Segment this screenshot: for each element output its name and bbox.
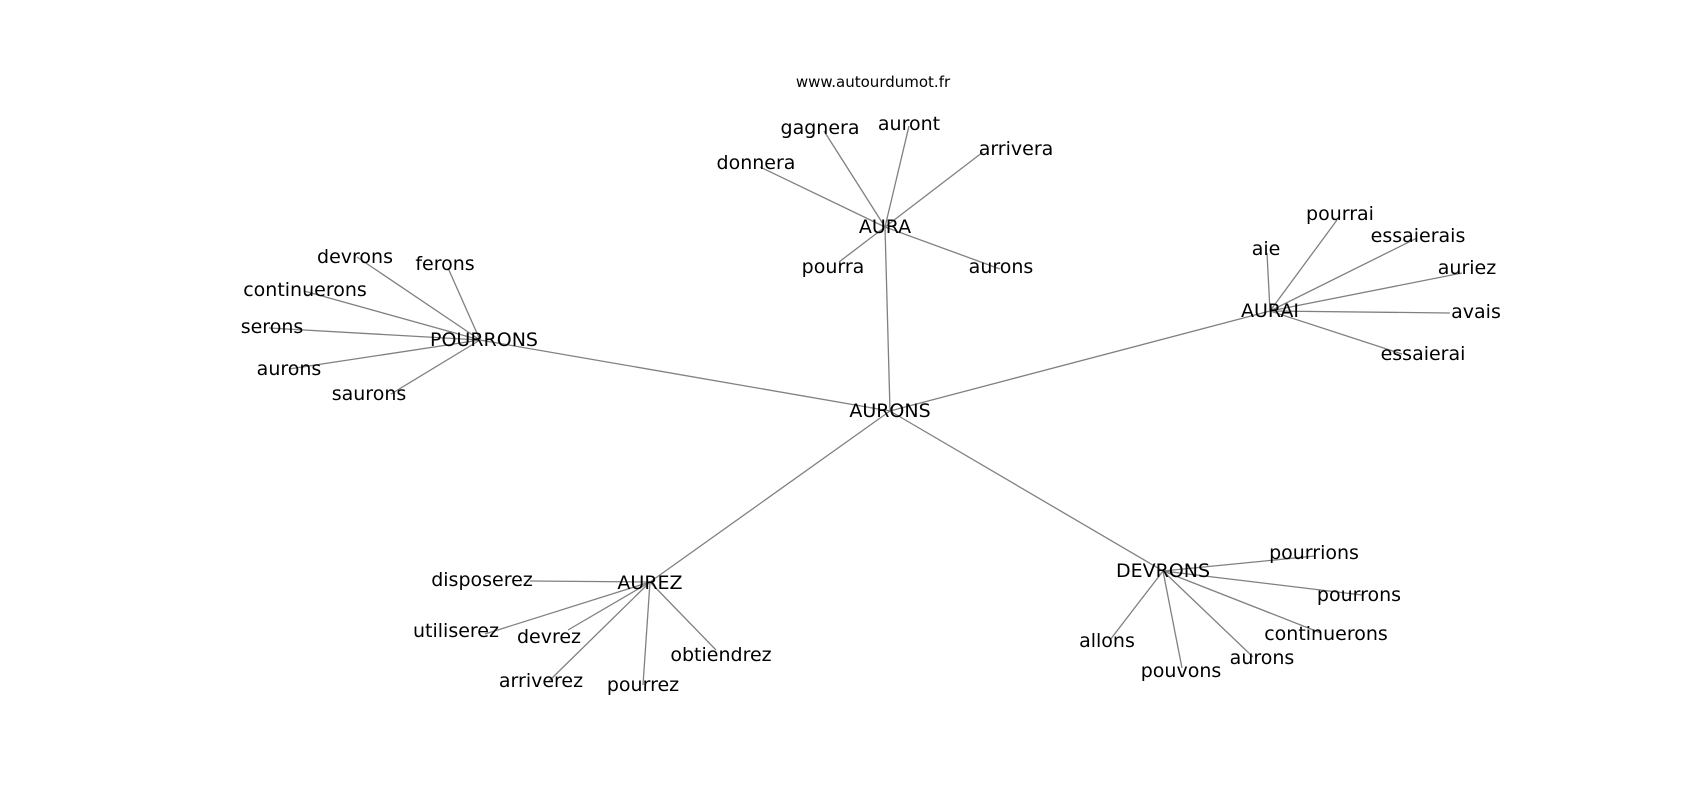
hub-to-leaf-edge: [1269, 237, 1418, 312]
hub-to-leaf-edge: [567, 581, 651, 631]
center-to-hub-edge: [884, 226, 891, 412]
hub-to-leaf-edge: [303, 290, 481, 341]
leaf-node-label: pourrez: [607, 674, 679, 696]
hub-node-label: AURA: [859, 216, 911, 238]
hub-to-leaf-edge: [484, 581, 651, 635]
leaf-node-label: devrez: [517, 626, 581, 648]
hub-to-leaf-edge: [884, 226, 1001, 270]
hub-to-leaf-edge: [1162, 570, 1363, 596]
leaf-node-label: devrons: [317, 246, 393, 268]
leaf-node-label: avais: [1451, 301, 1501, 323]
leaf-node-label: pourrons: [1317, 584, 1401, 606]
graph-edges: [268, 125, 1463, 686]
hub-to-leaf-edge: [1269, 219, 1338, 312]
hub-to-leaf-edge: [529, 580, 651, 583]
hub-to-leaf-edge: [288, 339, 481, 370]
leaf-node-label: aurons: [969, 256, 1034, 278]
leaf-node-label: continuerons: [243, 279, 367, 301]
hub-to-leaf-edge: [548, 581, 651, 682]
leaf-node-label: aurons: [1230, 647, 1295, 669]
hub-node-label: DEVRONS: [1116, 560, 1210, 582]
leaf-node-label: essaierais: [1371, 225, 1466, 247]
hub-node-label: POURRONS: [430, 329, 538, 351]
hub-to-leaf-edge: [759, 166, 886, 228]
leaf-node-label: donnera: [717, 152, 796, 174]
hub-to-leaf-edge: [1109, 570, 1164, 641]
leaf-node-label: gagnera: [781, 117, 860, 139]
leaf-node-label: utiliserez: [413, 620, 499, 642]
leaf-node-label: aie: [1252, 238, 1281, 260]
center-to-hub-edge: [889, 410, 1164, 572]
leaf-node-label: saurons: [332, 383, 407, 405]
center-to-hub-edge: [649, 410, 891, 583]
center-to-hub-edge: [889, 310, 1271, 412]
hub-to-leaf-edge: [884, 151, 984, 228]
leaf-node-label: disposerez: [431, 569, 533, 591]
leaf-node-label: serons: [241, 316, 304, 338]
hub-to-leaf-edge: [1269, 272, 1463, 312]
leaf-node-label: continuerons: [1264, 623, 1388, 645]
hub-to-leaf-edge: [642, 581, 651, 686]
leaf-node-label: auront: [878, 113, 940, 135]
center-to-hub-edge: [479, 339, 891, 412]
hub-to-leaf-edge: [1162, 570, 1183, 669]
center-node-label: AURONS: [849, 400, 930, 422]
hub-to-leaf-edge: [1266, 252, 1271, 312]
leaf-node-label: essaierai: [1381, 343, 1466, 365]
leaf-node-label: arriverez: [499, 670, 583, 692]
leaf-node-label: auriez: [1438, 257, 1496, 279]
hub-to-leaf-edge: [823, 130, 886, 228]
hub-to-leaf-edge: [1269, 310, 1451, 314]
hub-to-leaf-edge: [356, 256, 481, 341]
hub-node-label: AURAI: [1241, 300, 1299, 322]
hub-to-leaf-edge: [838, 226, 886, 263]
leaf-node-label: pouvons: [1141, 660, 1222, 682]
leaf-node-label: allons: [1079, 630, 1135, 652]
leaf-node-label: pourrai: [1306, 203, 1374, 225]
hub-to-leaf-edge: [447, 267, 481, 341]
leaf-node-label: aurons: [257, 358, 322, 380]
hub-to-leaf-edge: [1162, 570, 1254, 658]
site-watermark: www.autourdumot.fr: [796, 73, 951, 91]
leaf-node-label: ferons: [415, 253, 474, 275]
leaf-node-label: pourrions: [1269, 542, 1359, 564]
leaf-node-label: obtiendrez: [670, 644, 771, 666]
hub-to-leaf-edge: [390, 339, 481, 395]
leaf-node-label: arrivera: [979, 138, 1054, 160]
hub-to-leaf-edge: [1162, 555, 1316, 572]
graph-labels: www.autourdumot.fr AURONS AURA donnera gag…: [241, 73, 1501, 696]
hub-to-leaf-edge: [884, 125, 910, 228]
hub-to-leaf-edge: [1162, 570, 1322, 634]
hub-node-label: AUREZ: [617, 572, 682, 594]
hub-to-leaf-edge: [268, 327, 481, 341]
hub-to-leaf-edge: [649, 581, 717, 651]
leaf-node-label: pourra: [802, 256, 865, 278]
hub-to-leaf-edge: [1269, 310, 1403, 355]
